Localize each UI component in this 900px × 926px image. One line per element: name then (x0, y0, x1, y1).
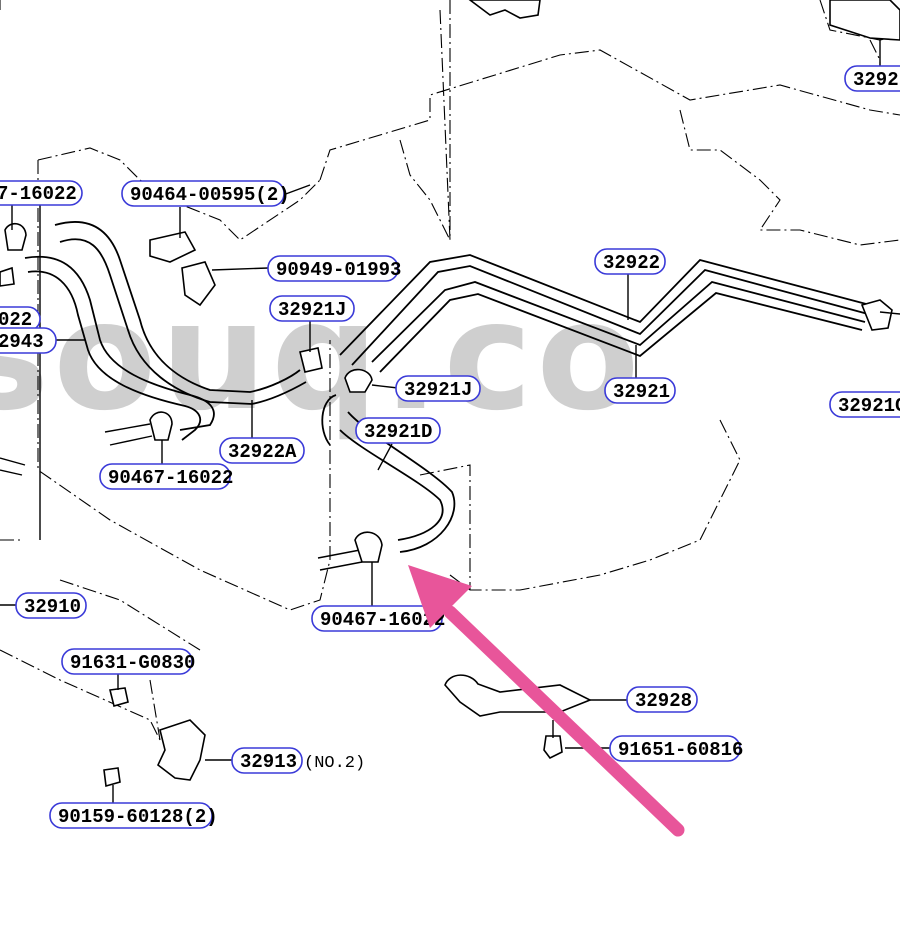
label-2943: 2943 (0, 327, 57, 354)
label-32910: 32910 (15, 592, 87, 619)
svg-text:32922A: 32922A (228, 441, 297, 463)
svg-text:32921: 32921 (613, 381, 670, 403)
label-32921: 32921 (604, 377, 676, 404)
label-90464-00595: 90464-00595(2) (121, 180, 290, 207)
clamps (0, 222, 383, 563)
svg-text:91631-G0830: 91631-G0830 (70, 652, 195, 674)
svg-text:91651-60816: 91651-60816 (618, 739, 743, 761)
engine-outline (0, 0, 900, 591)
fuel-pipes (339, 254, 900, 373)
label-32928: 32928 (626, 686, 698, 713)
label-32922: 32922 (594, 248, 666, 275)
label-32921J-lower: 32921J (395, 375, 481, 402)
label-91651-60816: 91651-60816 (609, 735, 743, 762)
leader-lines (0, 40, 881, 803)
label-3292-top: 3292 (844, 65, 900, 92)
svg-text:90464-00595(2): 90464-00595(2) (130, 184, 290, 206)
pointer-arrow (408, 565, 685, 837)
label-90467-16022-lower: 90467-16022 (311, 605, 445, 632)
label-32921D: 32921D (355, 417, 441, 444)
note-no2: (NO.2) (304, 754, 365, 773)
label-90467-16022-left: 90467-16022 (99, 463, 233, 490)
svg-text:3292: 3292 (853, 69, 899, 91)
svg-text:32921D: 32921D (364, 421, 432, 443)
svg-text:022: 022 (0, 309, 32, 331)
svg-text:32910: 32910 (24, 596, 81, 618)
svg-text:32913: 32913 (240, 751, 297, 773)
svg-text:90467-16022: 90467-16022 (108, 467, 233, 489)
svg-text:32922: 32922 (603, 252, 660, 274)
svg-text:32921G: 32921G (838, 395, 900, 417)
svg-text:90949-01993: 90949-01993 (276, 259, 401, 281)
label-91631-G0830: 91631-G0830 (61, 648, 195, 675)
label-32921J-upper: 32921J (269, 295, 355, 322)
svg-text:2943: 2943 (0, 331, 44, 353)
top-bracket (468, 0, 541, 19)
svg-text:32921J: 32921J (278, 299, 346, 321)
label-32922A: 32922A (219, 437, 305, 464)
label-32913: 32913 (231, 747, 303, 774)
svg-text:90159-60128(2): 90159-60128(2) (58, 806, 218, 828)
pipe-stubs (0, 423, 363, 571)
label-022: 022 (0, 306, 41, 332)
bolt-91651 (543, 735, 563, 760)
bracket-32913 (157, 719, 206, 781)
label-90949-01993: 90949-01993 (267, 255, 401, 282)
label-90159-60128: 90159-60128(2) (49, 802, 218, 829)
tank-part (829, 0, 900, 41)
bolt-91631 (109, 687, 129, 707)
label-32921G: 32921G (829, 391, 900, 418)
svg-text:7-16022: 7-16022 (0, 183, 77, 205)
svg-text:32921J: 32921J (404, 379, 472, 401)
svg-text:32928: 32928 (635, 690, 692, 712)
bolt-90159 (103, 767, 121, 788)
part-labels: 7-16022 90464-00595(2) 90949-01993 32921… (0, 65, 900, 829)
svg-text:90467-16022: 90467-16022 (320, 609, 445, 631)
label-7-16022: 7-16022 (0, 180, 83, 206)
